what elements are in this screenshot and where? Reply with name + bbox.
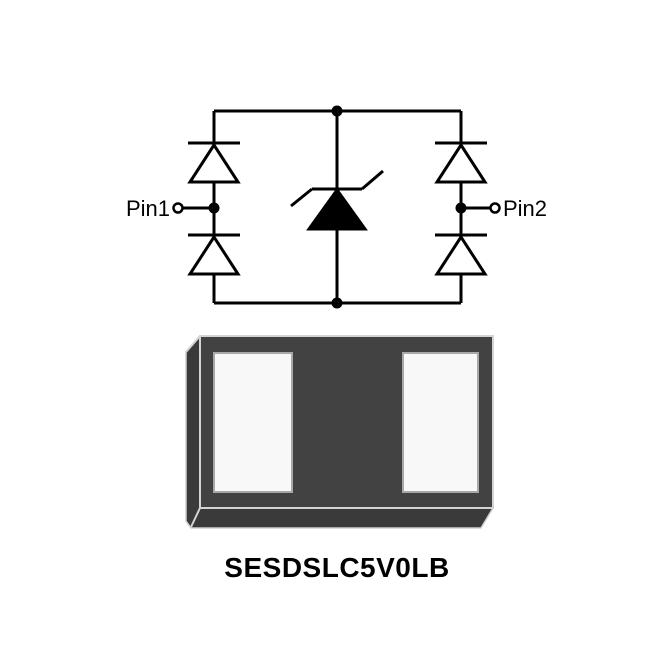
junction-dot-pin1 (208, 202, 220, 214)
pin2-label: Pin2 (503, 196, 547, 221)
tvs-zener-symbol (290, 169, 384, 231)
package-edge-highlight-bottom-left (190, 507, 201, 528)
diode-right-bottom (434, 233, 488, 276)
junction-dot-top (331, 105, 343, 117)
zener-bend-right (361, 169, 384, 191)
circuit-schematic (172, 105, 501, 309)
junction-dot-bottom (331, 297, 343, 309)
diode-left-top (187, 141, 241, 184)
package-pad-left (213, 352, 293, 493)
pin2-terminal (489, 202, 501, 214)
package-drawing (185, 335, 494, 529)
diode-right-top (434, 141, 488, 184)
zener-anode-triangle (306, 187, 368, 231)
pin1-terminal (172, 202, 184, 214)
diode-anode-triangle (434, 142, 488, 184)
diode-anode-triangle (187, 234, 241, 276)
pin1-label: Pin1 (126, 196, 170, 221)
package-edge-highlight-top-left (185, 335, 201, 353)
diode-anode-triangle (187, 142, 241, 184)
zener-bend-left (290, 187, 313, 208)
part-number-label: SESDSLC5V0LB (224, 552, 449, 583)
diode-anode-triangle (434, 234, 488, 276)
package-pad-right (402, 352, 479, 493)
diode-left-bottom (187, 233, 241, 276)
junction-dot-pin2 (455, 202, 467, 214)
